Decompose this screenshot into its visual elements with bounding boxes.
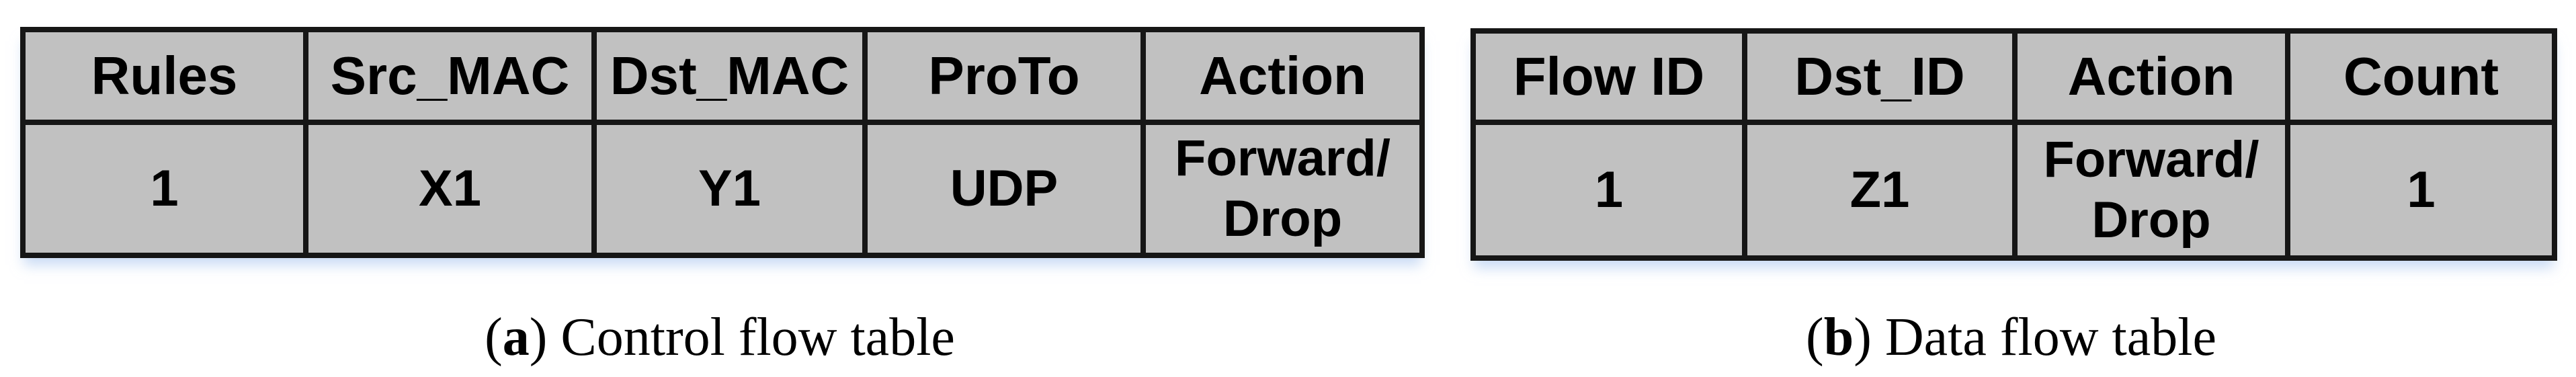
caption-a-letter: a [502,308,530,367]
header-cell-rules: Rules [20,27,308,125]
header-cell-flow-id: Flow ID [1470,28,1747,125]
data-cell-dst-mac: Y1 [591,120,868,258]
caption-data-flow-table: (b) Data flow table [1470,304,2552,371]
data-cell-count: 1 [2285,120,2557,261]
data-cell-dst-id: Z1 [1742,120,2018,261]
caption-b-text: ) Data flow table [1854,308,2216,367]
control-flow-table: Rules Src_MAC Dst_MAC ProTo Action 1 X1 … [20,27,1425,258]
data-flow-data-row: 1 Z1 Forward/ Drop 1 [1470,120,2557,261]
caption-b-open-paren: ( [1806,308,1824,367]
header-cell-dst-mac: Dst_MAC [591,27,868,125]
data-cell-proto: UDP [862,120,1146,258]
control-flow-header-row: Rules Src_MAC Dst_MAC ProTo Action [20,27,1425,125]
header-cell-src-mac: Src_MAC [303,27,597,125]
caption-a-open-paren: ( [485,308,503,367]
data-cell-action: Forward/ Drop [2012,120,2290,261]
header-cell-dst-id: Dst_ID [1742,28,2018,125]
caption-b-letter: b [1823,308,1854,367]
data-flow-header-row: Flow ID Dst_ID Action Count [1470,28,2557,125]
header-cell-proto: ProTo [862,27,1146,125]
caption-control-flow-table: (a) Control flow table [20,304,1419,371]
data-flow-table: Flow ID Dst_ID Action Count 1 Z1 Forward… [1470,28,2557,261]
data-cell-action: Forward/ Drop [1140,120,1425,258]
data-cell-src-mac: X1 [303,120,597,258]
data-cell-rule-id: 1 [20,120,308,258]
data-cell-flow-id: 1 [1470,120,1747,261]
header-cell-count: Count [2285,28,2557,125]
control-flow-data-row: 1 X1 Y1 UDP Forward/ Drop [20,120,1425,258]
header-cell-action: Action [2012,28,2290,125]
caption-a-text: ) Control flow table [529,308,955,367]
header-cell-action: Action [1140,27,1425,125]
